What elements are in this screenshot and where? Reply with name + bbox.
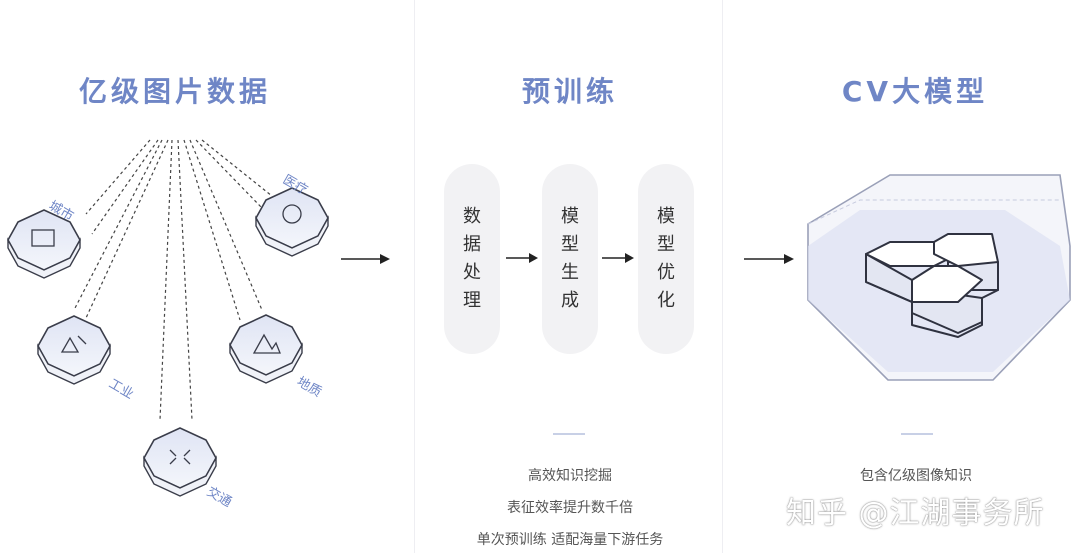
industry-label: 工业 <box>106 376 136 402</box>
data-flow-rays <box>73 139 273 421</box>
arrow-step1-to-step2 <box>506 253 538 263</box>
step-char: 模 <box>657 206 675 227</box>
cv-model-hex-cluster <box>865 233 999 338</box>
step-char: 生 <box>561 262 579 283</box>
pretrain-column-title: 预训练 <box>521 75 618 108</box>
industry-node <box>37 315 111 385</box>
geology-node <box>229 314 303 384</box>
model-description: 包含亿级图像知识 <box>800 460 1032 492</box>
pretrain-line: 单次预训练 适配海量下游任务 <box>476 532 664 548</box>
road-icon <box>169 449 191 465</box>
step-model-generation: 模 型 生 成 <box>542 164 598 354</box>
step-char: 模 <box>561 206 579 227</box>
model-divider-dash <box>901 433 933 435</box>
step-char: 型 <box>657 234 675 255</box>
data-column-title: 亿级图片数据 <box>78 75 271 108</box>
robot-arm-icon <box>60 335 87 353</box>
building-icon <box>31 229 55 247</box>
model-line: 包含亿级图像知识 <box>860 468 972 484</box>
pretrain-line: 表征效率提升数千倍 <box>507 500 633 516</box>
arrow-step2-to-step3 <box>602 253 634 263</box>
step-char: 化 <box>657 290 675 311</box>
column-divider-right <box>722 0 723 553</box>
traffic-node <box>143 427 217 497</box>
traffic-label: 交通 <box>204 484 235 511</box>
arrow-to-pretrain <box>341 254 390 264</box>
city-node <box>7 209 81 279</box>
stethoscope-icon <box>282 204 302 224</box>
step-char: 据 <box>463 234 481 255</box>
step-char: 成 <box>561 290 579 311</box>
column-divider-left <box>414 0 415 553</box>
mountain-icon <box>252 333 281 354</box>
arrow-to-model <box>744 254 794 264</box>
step-char: 型 <box>561 234 579 255</box>
step-data-processing: 数 据 处 理 <box>444 164 500 354</box>
step-char: 数 <box>463 206 481 227</box>
model-column-title: CV大模型 <box>841 75 989 108</box>
medical-node <box>255 187 329 257</box>
step-model-optimization: 模 型 优 化 <box>638 164 694 354</box>
watermark: 知乎 @江湖事务所 <box>786 496 1045 531</box>
step-char: 处 <box>463 262 481 283</box>
pretrain-divider-dash <box>553 433 585 435</box>
geology-label: 地质 <box>294 374 324 400</box>
pretrain-description: 高效知识挖掘 表征效率提升数千倍 单次预训练 适配海量下游任务 <box>430 460 710 556</box>
step-char: 优 <box>657 262 675 283</box>
step-char: 理 <box>463 290 481 311</box>
pretrain-line: 高效知识挖掘 <box>528 468 612 484</box>
